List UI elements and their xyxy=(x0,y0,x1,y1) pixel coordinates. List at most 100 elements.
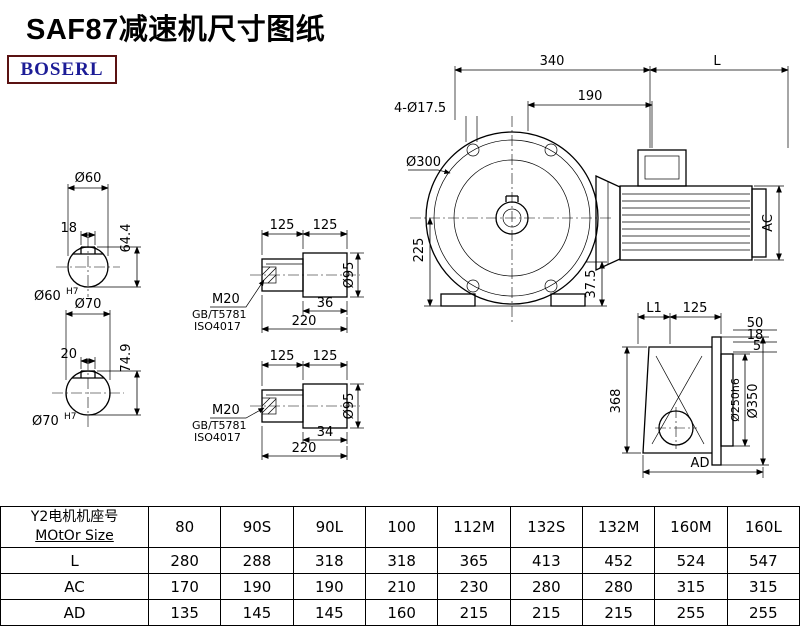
dim-label: 36 xyxy=(317,296,334,311)
label-flange-dia: Ø300 xyxy=(406,155,451,175)
dim-AC: AC xyxy=(754,185,784,261)
row-label: L xyxy=(0,547,149,574)
dim-125-a: 125 xyxy=(261,218,304,255)
dim-shaft70-key: 20 xyxy=(60,347,96,369)
dim-label: 20 xyxy=(60,347,77,362)
dim-label: 220 xyxy=(292,314,317,329)
shaft-section-large xyxy=(302,252,348,298)
table-header-cn: Y2电机机座号 xyxy=(30,509,119,525)
dim-label: 64.4 xyxy=(119,224,134,253)
dim-label: Ø250h6 xyxy=(729,378,742,422)
dim-label: Ø300 xyxy=(406,155,441,170)
table-cell: 230 xyxy=(437,573,511,600)
dim-125-b: 125 xyxy=(302,349,348,380)
dim-label: L1 xyxy=(646,301,662,316)
dim-34: 34 xyxy=(302,425,348,444)
shaft-end-view-60: Ø60 18 64.4 Ø60 H7 xyxy=(34,171,141,304)
thread-leader xyxy=(210,407,265,419)
table-row-AC: AC 170 190 190 210 230 280 280 315 315 xyxy=(0,573,800,600)
table-header-en: MOtOr Size xyxy=(35,528,114,544)
table-cell: 280 xyxy=(147,547,222,574)
dim-350: Ø350 xyxy=(721,336,769,466)
dim-label: 125 xyxy=(313,349,338,364)
table-cell: 318 xyxy=(292,547,366,574)
dim-shaft60-dia: Ø60 xyxy=(67,171,109,256)
dim-AD: AD xyxy=(642,455,764,478)
mounting-foot xyxy=(440,293,476,307)
dim-250h6: Ø250h6 xyxy=(729,353,750,447)
table-cell: 280 xyxy=(581,573,656,600)
table-cell: 190 xyxy=(292,573,366,600)
side-hub xyxy=(720,353,734,447)
dim-label: Ø95 xyxy=(342,262,357,289)
dim-220-top: 220 xyxy=(261,295,348,333)
dim-36: 36 xyxy=(302,296,348,315)
dim-L: L xyxy=(649,54,789,148)
table-cell: 315 xyxy=(654,573,728,600)
dim-125-a: 125 xyxy=(261,349,304,386)
flange-pilot-circle xyxy=(433,139,591,297)
dim-label: L xyxy=(713,54,721,69)
column-header: 90L xyxy=(292,506,366,548)
motor-fins xyxy=(622,193,750,251)
bolt-hole xyxy=(544,143,558,157)
thread-leader xyxy=(210,279,265,308)
dim-label: Ø70 xyxy=(75,297,102,312)
standard-gb: GB/T5781 xyxy=(192,419,247,432)
dim-220-bottom: 220 xyxy=(261,426,348,460)
fan-cover xyxy=(751,188,767,258)
holes-label: 4-Ø17.5 xyxy=(394,101,446,116)
table-cell: 524 xyxy=(654,547,728,574)
table-cell: 170 xyxy=(147,573,222,600)
table-cell: 288 xyxy=(220,547,294,574)
dim-label: 125 xyxy=(270,349,295,364)
table-row-L: L 280 288 318 318 365 413 452 524 547 xyxy=(0,547,800,574)
thread-label: M20 xyxy=(212,292,240,307)
dim-125-side: 125 xyxy=(669,301,722,334)
terminal-box xyxy=(637,149,687,187)
column-header: 132M xyxy=(581,506,656,548)
label-bolt-holes: 4-Ø17.5 xyxy=(394,101,478,142)
table-header-cell: Y2电机机座号 MOtOr Size xyxy=(0,506,149,548)
bolt-hole xyxy=(466,143,480,157)
column-header: 100 xyxy=(364,506,439,548)
table-cell: 365 xyxy=(437,547,511,574)
dim-label: 37.5 xyxy=(584,270,599,299)
dim-label: 225 xyxy=(412,238,427,263)
standard-gb: GB/T5781 xyxy=(192,308,247,321)
column-header: 112M xyxy=(437,506,511,548)
dim-label: 50 xyxy=(747,316,764,331)
motor-body xyxy=(619,185,753,261)
thread-label: M20 xyxy=(212,403,240,418)
bore-tolerance: H7 xyxy=(66,287,79,297)
dim-50-18-5: 50 18 5 xyxy=(733,316,777,354)
dim-label: AD xyxy=(691,456,710,471)
dim-95-top: Ø95 xyxy=(342,252,364,298)
table-cell: 280 xyxy=(509,573,583,600)
dim-shaft70-height: 74.9 xyxy=(91,344,141,416)
side-flange xyxy=(711,336,722,466)
flange-outer-circle xyxy=(425,131,599,305)
dim-label: Ø60 xyxy=(75,171,102,186)
table-cell: 315 xyxy=(726,573,800,600)
side-housing xyxy=(642,346,712,454)
dim-shaft60-key: 18 xyxy=(60,221,96,245)
dim-340: 340 xyxy=(454,54,651,148)
dim-125-b: 125 xyxy=(302,218,348,249)
housing-circle xyxy=(453,159,571,277)
dim-label: 125 xyxy=(683,301,708,316)
front-view: 340 L 190 4-Ø17.5 Ø300 225 xyxy=(394,54,789,322)
dim-label: 5 xyxy=(753,339,761,354)
output-bore xyxy=(495,201,529,235)
dim-shaft70-dia: Ø70 xyxy=(65,297,111,380)
row-label: AC xyxy=(0,573,149,600)
bore-tolerance: H7 xyxy=(64,412,77,422)
dim-label: 18 xyxy=(747,328,764,343)
shaft-end-view-70: Ø70 20 74.9 Ø70 H7 xyxy=(32,297,141,429)
dim-label: 125 xyxy=(270,218,295,233)
dim-label: 220 xyxy=(292,441,317,456)
mounting-foot xyxy=(550,293,586,307)
column-header: 132S xyxy=(509,506,583,548)
dim-shaft60-height: 64.4 xyxy=(91,224,141,288)
table-cell: 547 xyxy=(726,547,800,574)
